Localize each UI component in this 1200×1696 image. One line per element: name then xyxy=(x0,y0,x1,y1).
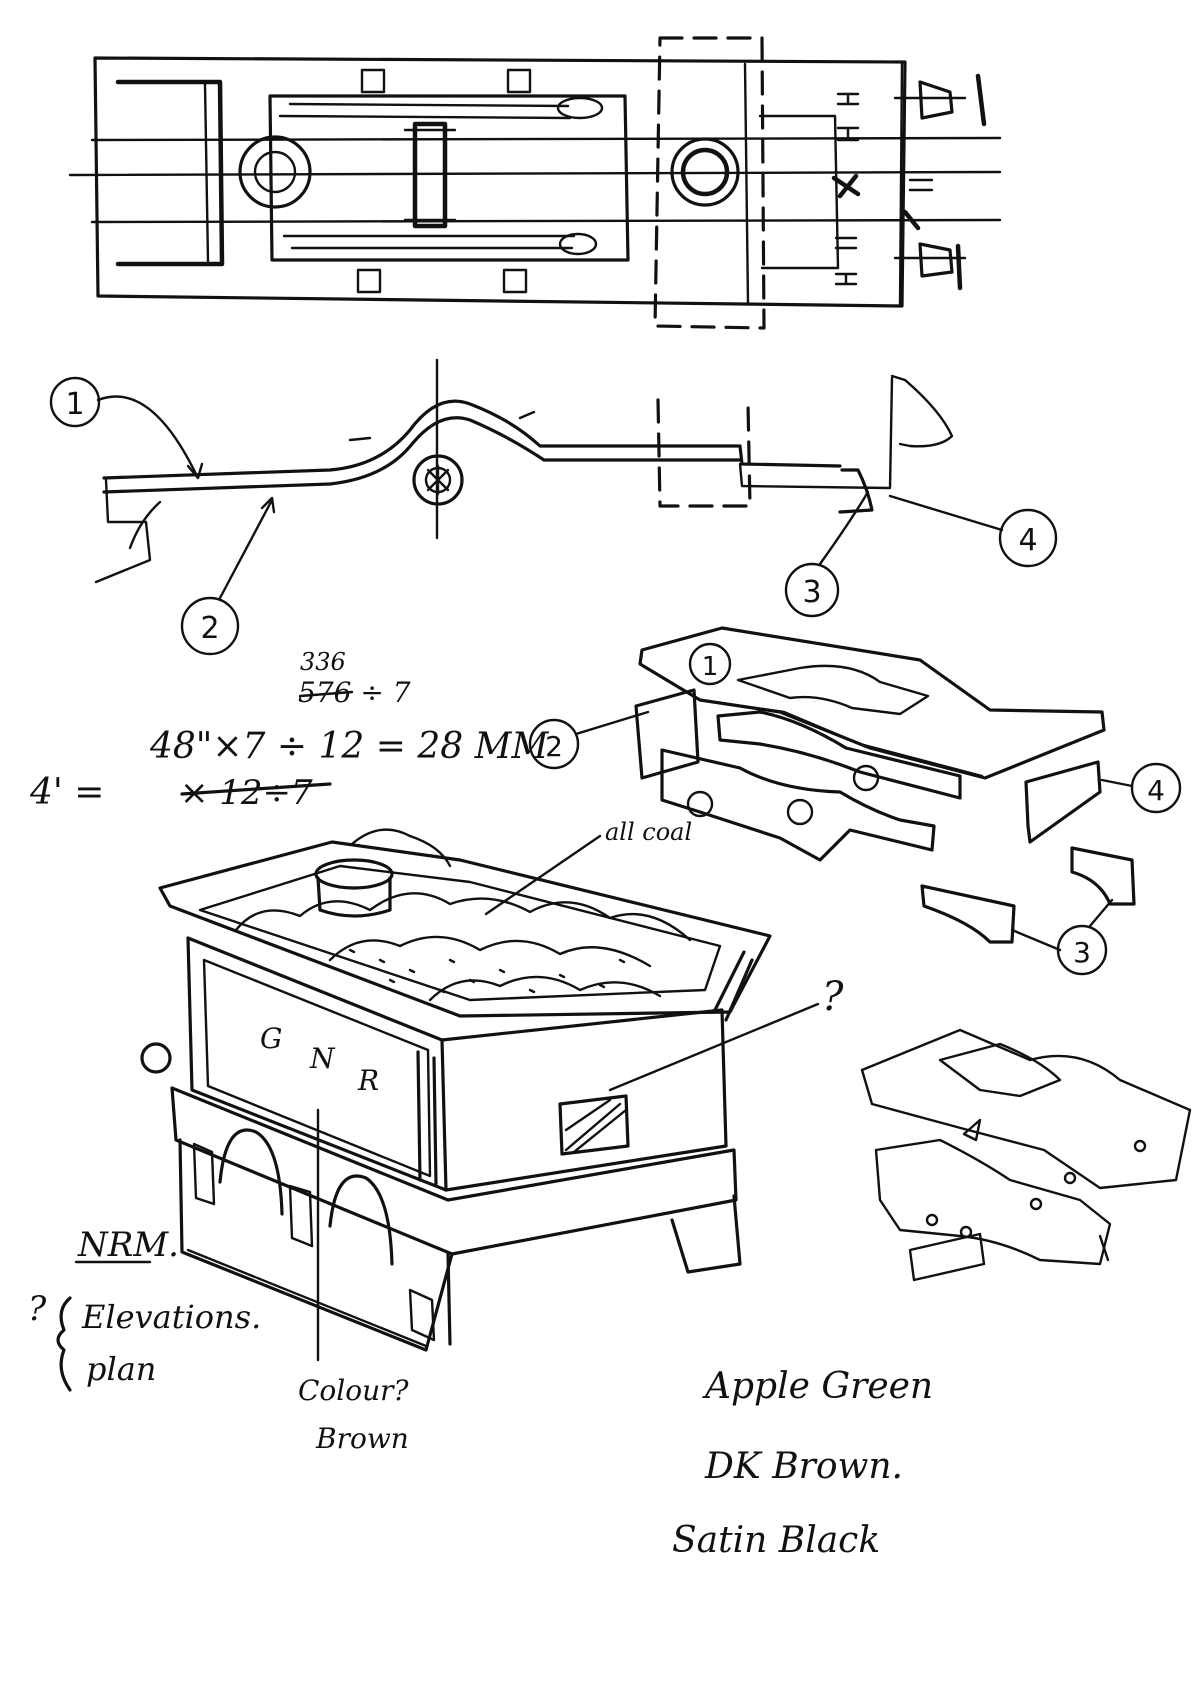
note-colour-question: Colour? xyxy=(298,1374,410,1407)
calc-line-mid: 576 ÷ 7 xyxy=(298,676,411,709)
note-plan: plan xyxy=(86,1350,156,1388)
coal-note: all coal xyxy=(605,818,692,846)
lettering-r: R xyxy=(357,1064,379,1097)
plan-view-drawing xyxy=(68,36,1002,330)
exploded-callout-4: 4 xyxy=(1147,774,1165,807)
colour-satin-black: Satin Black xyxy=(672,1520,880,1561)
callout-1: 1 xyxy=(65,387,84,422)
query-note: ? xyxy=(822,974,844,1020)
profile-callouts: 1 2 3 4 xyxy=(49,376,1058,656)
note-nrm: NRM. xyxy=(77,1225,179,1265)
note-elevations: Elevations. xyxy=(81,1298,261,1336)
exploded-callout-1: 1 xyxy=(702,652,719,682)
note-query-mark: ? xyxy=(28,1289,47,1329)
frame-assembly-sketch xyxy=(860,1028,1192,1282)
note-colour-answer: Brown xyxy=(315,1422,409,1455)
lettering-g: G xyxy=(260,1022,282,1055)
colour-list: Apple Green DK Brown. Satin Black xyxy=(672,1366,933,1561)
tender-annotations: all coal ? xyxy=(316,818,844,1362)
scale-calculation: 336 576 ÷ 7 48"×7 ÷ 12 = 28 MM 4' = × 12… xyxy=(29,648,549,813)
exploded-frame-isometric: 1 2 4 3 xyxy=(528,626,1182,976)
exploded-callout-3: 3 xyxy=(1073,936,1091,969)
callout-4: 4 xyxy=(1018,523,1037,558)
tender-perspective-drawing: G N R xyxy=(140,828,772,1352)
exploded-callout-2: 2 xyxy=(545,730,563,763)
calc-line-top: 336 xyxy=(300,648,346,676)
notes-left: NRM. ? Elevations. plan Colour? Brown xyxy=(28,1225,410,1455)
side-frame-profile xyxy=(94,358,954,584)
calc-line-feet: 4' = xyxy=(29,772,104,813)
callout-2: 2 xyxy=(200,611,219,646)
callout-3: 3 xyxy=(802,575,821,610)
colour-dk-brown: DK Brown. xyxy=(704,1446,903,1487)
lettering-n: N xyxy=(309,1042,336,1075)
colour-apple-green: Apple Green xyxy=(702,1366,933,1407)
calc-line-main: 48"×7 ÷ 12 = 28 MM xyxy=(149,726,549,767)
